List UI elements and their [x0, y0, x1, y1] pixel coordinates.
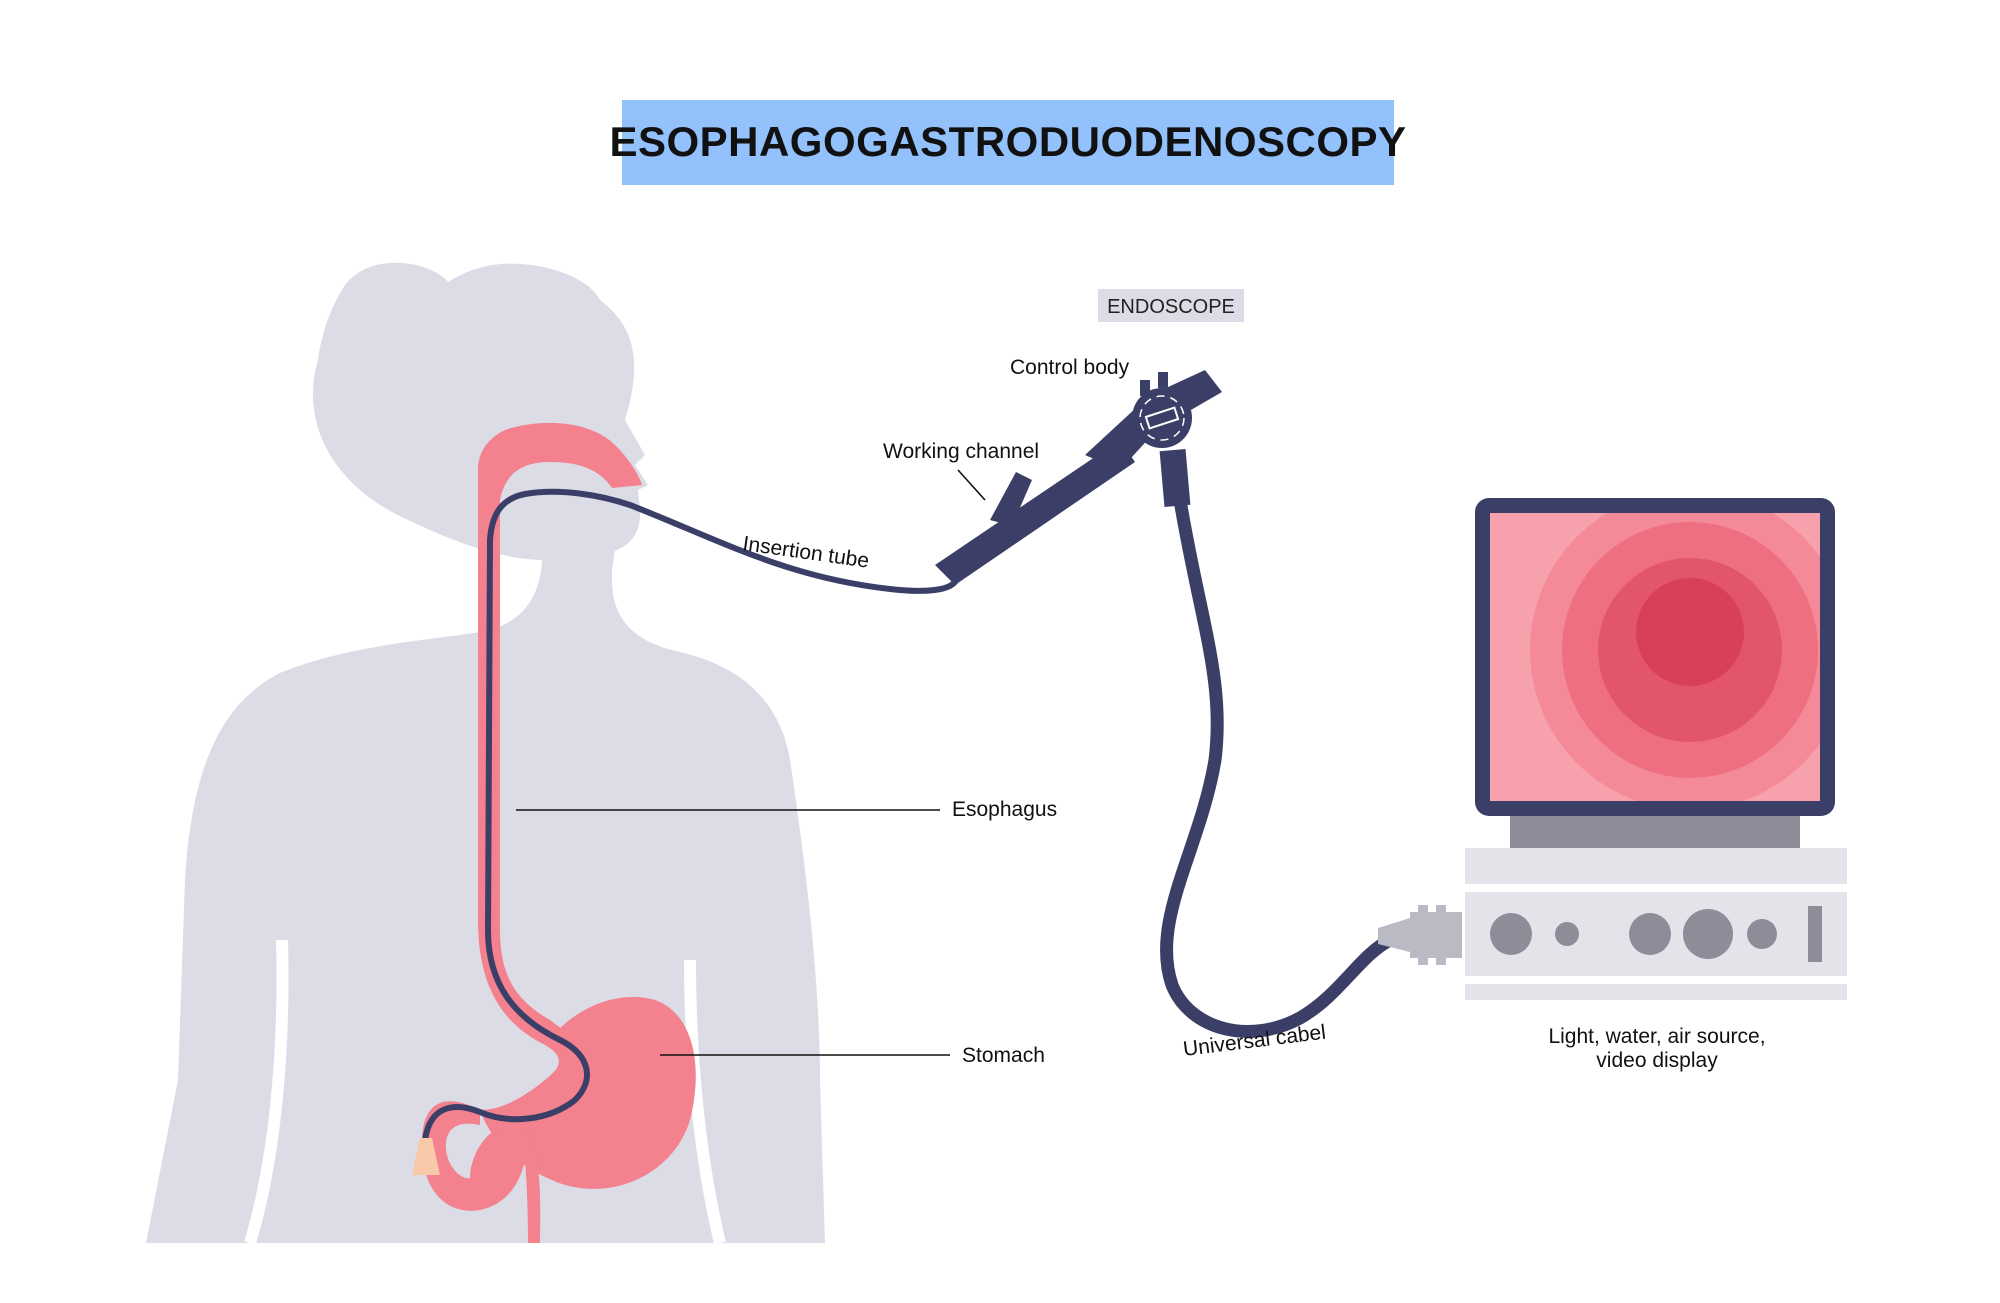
endoscope-tag-label: ENDOSCOPE: [1107, 296, 1235, 318]
source-label-line1: Light, water, air source,: [1548, 1025, 1765, 1048]
monitor-icon: [1475, 498, 1835, 848]
light-source-unit-icon: [1378, 848, 1847, 1000]
arm-separations: [244, 939, 726, 1245]
working-channel-label: Working channel: [883, 440, 1039, 463]
endoscope-icon: [935, 370, 1222, 585]
control-body-label: Control body: [1010, 356, 1130, 379]
esophagus-label: Esophagus: [952, 798, 1057, 821]
source-label-line2: video display: [1596, 1049, 1718, 1072]
cable-plug-icon: [1378, 905, 1462, 965]
leader-lines: [516, 469, 986, 1056]
stomach-label: Stomach: [962, 1044, 1045, 1067]
page-title: ESOPHAGOGASTRODUODENOSCOPY: [609, 118, 1406, 165]
endoscope-tag: ENDOSCOPE: [1098, 289, 1244, 322]
insertion-tube-label: Insertion tube: [741, 532, 870, 572]
insertion-tube: [422, 488, 958, 1143]
title-banner: ESOPHAGOGASTRODUODENOSCOPY: [609, 100, 1406, 185]
universal-cable: [1160, 493, 1397, 1038]
control-knob-icon: [1132, 372, 1192, 448]
endoscope-tip-light: [412, 1138, 440, 1175]
